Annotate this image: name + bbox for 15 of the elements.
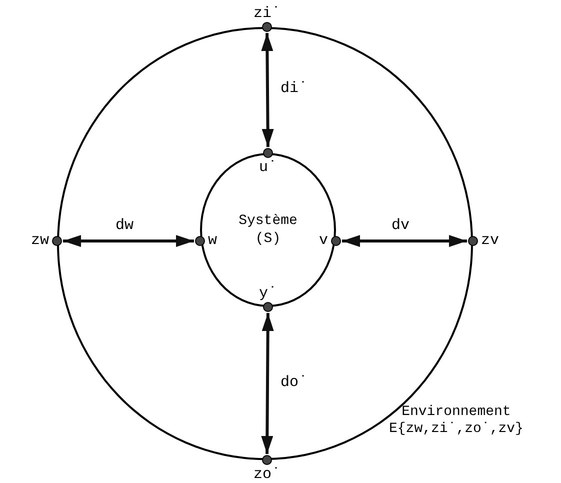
terminal-label: u˙ [259, 159, 277, 177]
terminal-label: zi˙ [254, 5, 280, 23]
double-arrow [342, 235, 467, 247]
environment-label: Environnement [400, 404, 512, 421]
environment-label: E{zw,zi˙,zo˙,zv} [389, 421, 524, 438]
terminal-label: w [208, 232, 218, 250]
terminal-label: zo˙ [254, 466, 280, 483]
double-arrow [63, 235, 194, 247]
double-arrow [261, 32, 274, 148]
terminal-label: zv [481, 232, 500, 250]
terminal-label: v [318, 232, 328, 250]
system-label: Système (S) [238, 212, 298, 248]
double-arrow [261, 312, 274, 454]
terminal-label: zw [30, 232, 49, 250]
terminal-label: y˙ [259, 285, 277, 303]
